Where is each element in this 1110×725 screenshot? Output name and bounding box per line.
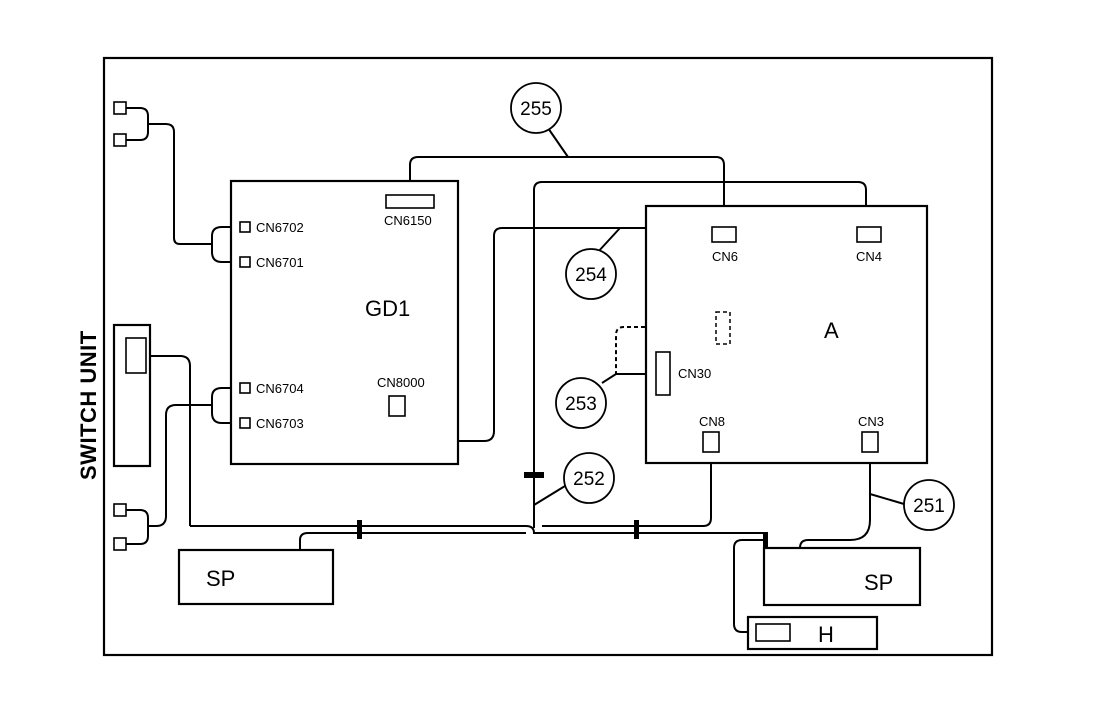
connector-cn6701	[239, 256, 251, 268]
connector-cn6704	[239, 382, 251, 394]
clamp-2	[524, 472, 544, 478]
board-gd1	[229, 179, 460, 466]
connector-cn6702	[239, 221, 251, 233]
wire-h	[733, 539, 766, 633]
clamp-4	[763, 532, 768, 548]
connector-cn6702-label: CN6702	[256, 220, 304, 235]
wire-254	[436, 227, 668, 442]
switch-unit-connector	[125, 337, 147, 374]
speaker-left	[177, 548, 335, 606]
chassis-frame	[102, 56, 994, 657]
connector-cn6701-label: CN6701	[256, 255, 304, 270]
wire-cn8	[542, 451, 712, 527]
connector-cn6703-label: CN6703	[256, 416, 304, 431]
callout-255: 255	[510, 82, 562, 134]
connector-cn6704-label: CN6704	[256, 381, 304, 396]
leader-255	[547, 127, 569, 158]
connector-cn3	[861, 431, 879, 453]
wire-251	[799, 452, 871, 549]
connector-cn4-label: CN4	[856, 249, 882, 264]
connector-dashed	[715, 311, 731, 345]
leader-252	[533, 485, 566, 506]
speaker-right-label: SP	[864, 570, 893, 595]
wire-bottom-harness	[190, 525, 767, 548]
leader-254	[596, 227, 621, 254]
clamp-3	[634, 520, 639, 539]
callout-251: 251	[903, 479, 955, 531]
wire-upper-left	[126, 107, 212, 245]
board-a	[644, 204, 929, 465]
wire-switch-harness	[150, 355, 191, 526]
board-gd1-label: GD1	[365, 296, 410, 321]
connector-upper-left-1	[113, 101, 127, 115]
wire-cn6702-6701	[211, 226, 242, 263]
wire-253-dashed	[615, 326, 722, 374]
connector-upper-left-2	[113, 133, 127, 147]
connector-lower-left-1	[113, 503, 127, 517]
wire-lower-left	[126, 509, 150, 545]
svg-text:255: 255	[520, 99, 552, 120]
svg-text:252: 252	[573, 469, 605, 490]
callout-254: 254	[565, 248, 617, 300]
connector-cn6-label: CN6	[712, 249, 738, 264]
clamp-1	[357, 520, 362, 539]
wires	[126, 107, 905, 633]
connector-cn6703	[239, 417, 251, 429]
connector-cn8	[702, 431, 720, 453]
wire-cn6704-6703	[150, 387, 242, 527]
svg-text:254: 254	[575, 265, 607, 286]
connector-cn8000-label: CN8000	[377, 375, 425, 390]
connector-cn4	[856, 226, 882, 243]
connector-cn30-label: CN30	[678, 366, 711, 381]
h-unit-label: H	[818, 622, 834, 647]
connector-cn6150	[385, 194, 435, 209]
connector-cn6150-label: CN6150	[384, 213, 432, 228]
wire-cn4-loop	[533, 181, 867, 528]
connector-cn6	[711, 226, 737, 243]
svg-text:253: 253	[565, 394, 597, 415]
callout-253: 253	[555, 377, 607, 429]
leader-251	[869, 493, 905, 505]
speaker-left-label: SP	[206, 566, 235, 591]
connector-cn8-label: CN8	[699, 414, 725, 429]
board-a-label: A	[824, 318, 839, 343]
connector-cn30	[655, 351, 671, 396]
svg-text:251: 251	[913, 496, 945, 517]
speaker-right	[762, 546, 922, 607]
h-unit-connector	[755, 623, 791, 642]
connector-cn8000	[388, 395, 406, 417]
connector-cn3-label: CN3	[858, 414, 884, 429]
wire-left-sp	[299, 532, 526, 550]
callout-252: 252	[563, 452, 615, 504]
side-label: SWITCH UNIT	[76, 330, 101, 480]
connector-lower-left-2	[113, 537, 127, 551]
